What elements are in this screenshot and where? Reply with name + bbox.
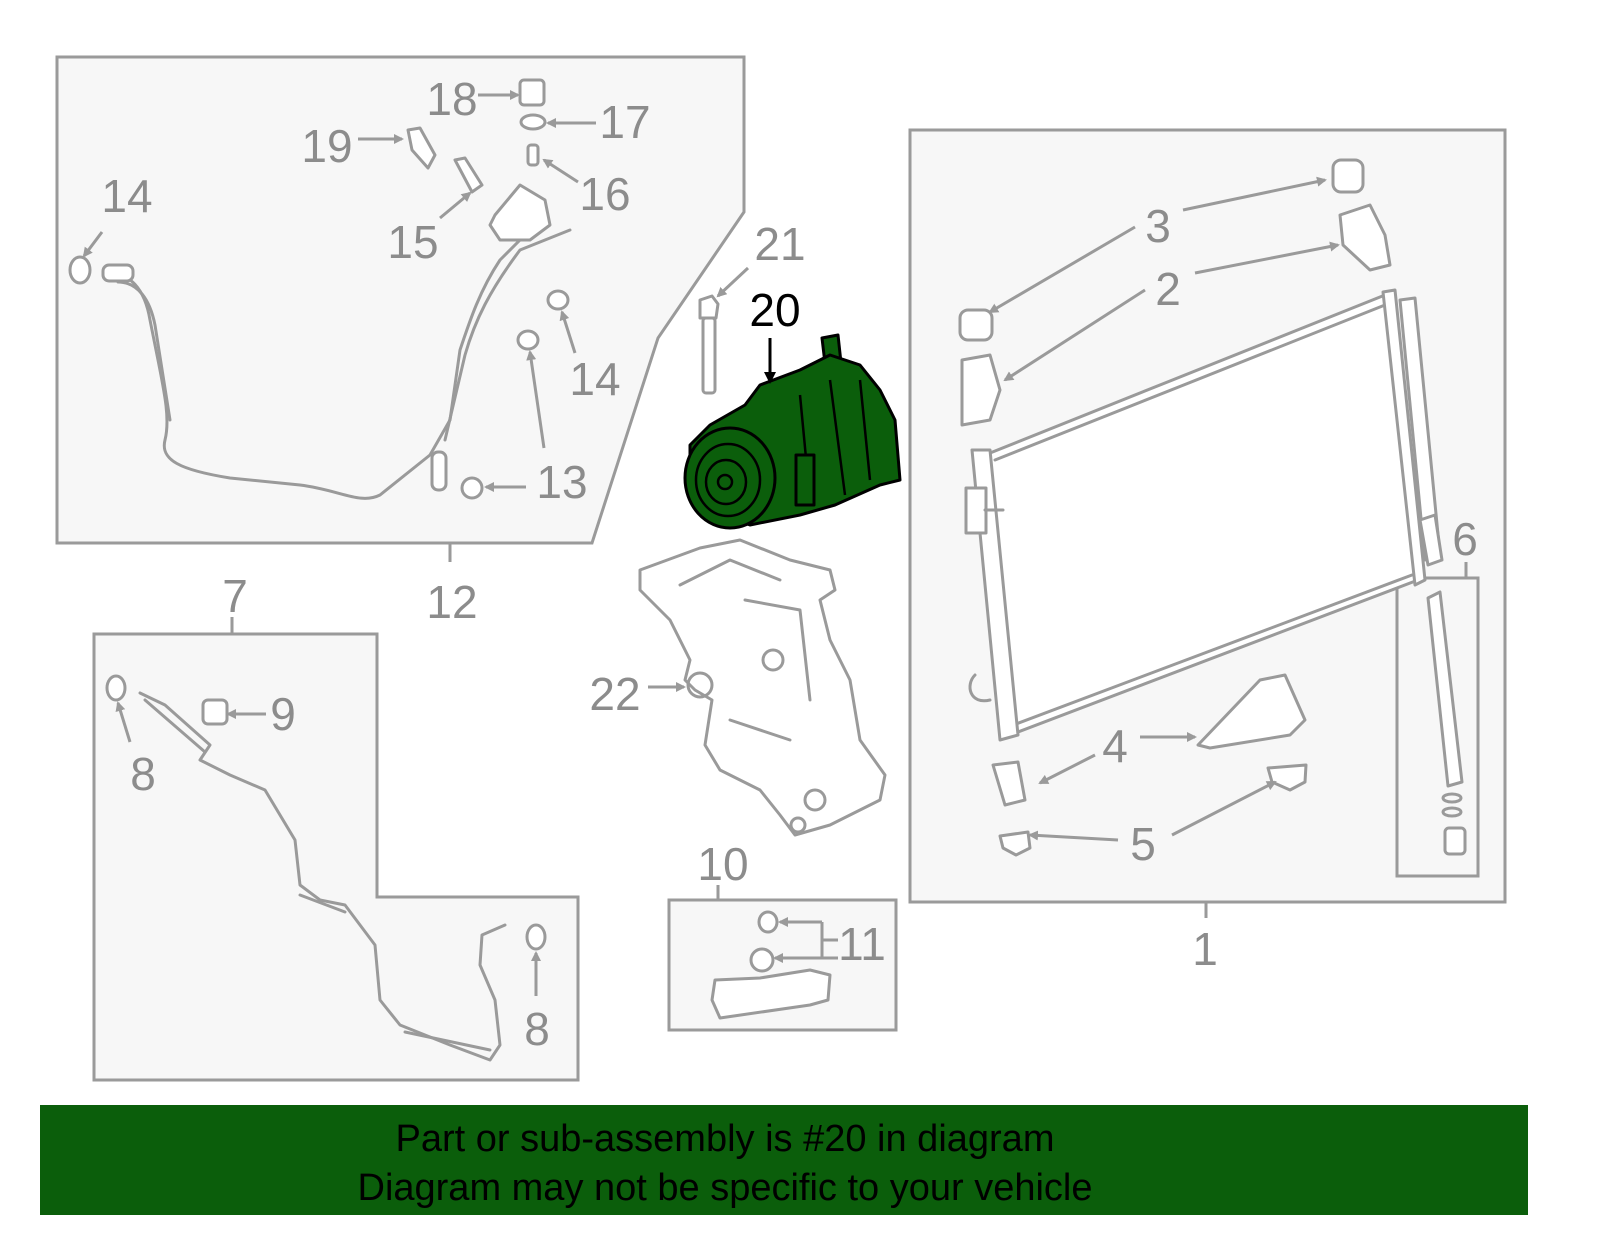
mounting-bracket-22 xyxy=(638,538,887,837)
bolt-21 xyxy=(698,266,750,395)
callout-1: 1 xyxy=(1192,923,1218,975)
drier-6 xyxy=(1426,590,1467,856)
callout-19: 19 xyxy=(301,120,352,172)
callout-12: 12 xyxy=(426,576,477,628)
callout-7: 7 xyxy=(222,570,248,622)
bracket-10 xyxy=(710,910,838,1020)
callout-14: 14 xyxy=(569,353,620,405)
callout-9: 9 xyxy=(270,688,296,740)
callout-10: 10 xyxy=(697,838,748,890)
callout-5: 5 xyxy=(1130,818,1156,870)
callout-14: 14 xyxy=(101,170,152,222)
banner-line-1: Part or sub-assembly is #20 in diagram xyxy=(395,1118,1055,1160)
callout-17: 17 xyxy=(599,96,650,148)
callout-8: 8 xyxy=(130,748,156,800)
panel-tube-assembly-7 xyxy=(92,632,580,1082)
callout-15: 15 xyxy=(387,216,438,268)
callout-4: 4 xyxy=(1102,720,1128,772)
callout-11: 11 xyxy=(838,918,886,970)
callout-22: 22 xyxy=(589,668,640,720)
callout-18: 18 xyxy=(426,73,477,125)
hose-assembly-12 xyxy=(68,78,572,500)
callout-8: 8 xyxy=(524,1003,550,1055)
callout-6: 6 xyxy=(1452,513,1478,565)
compressor-20-highlighted[interactable] xyxy=(683,333,902,530)
condenser-1 xyxy=(958,158,1444,857)
callout-3: 3 xyxy=(1145,200,1171,252)
callout-16: 16 xyxy=(579,168,630,220)
callout-13: 13 xyxy=(536,456,587,508)
callout-20: 20 xyxy=(749,284,800,336)
banner-line-2: Diagram may not be specific to your vehi… xyxy=(357,1167,1093,1209)
callout-21: 21 xyxy=(754,218,805,270)
highlight-banner: Part or sub-assembly is #20 in diagram D… xyxy=(40,1105,1528,1215)
callout-2: 2 xyxy=(1155,263,1181,315)
tube-assembly-7 xyxy=(105,674,547,1062)
